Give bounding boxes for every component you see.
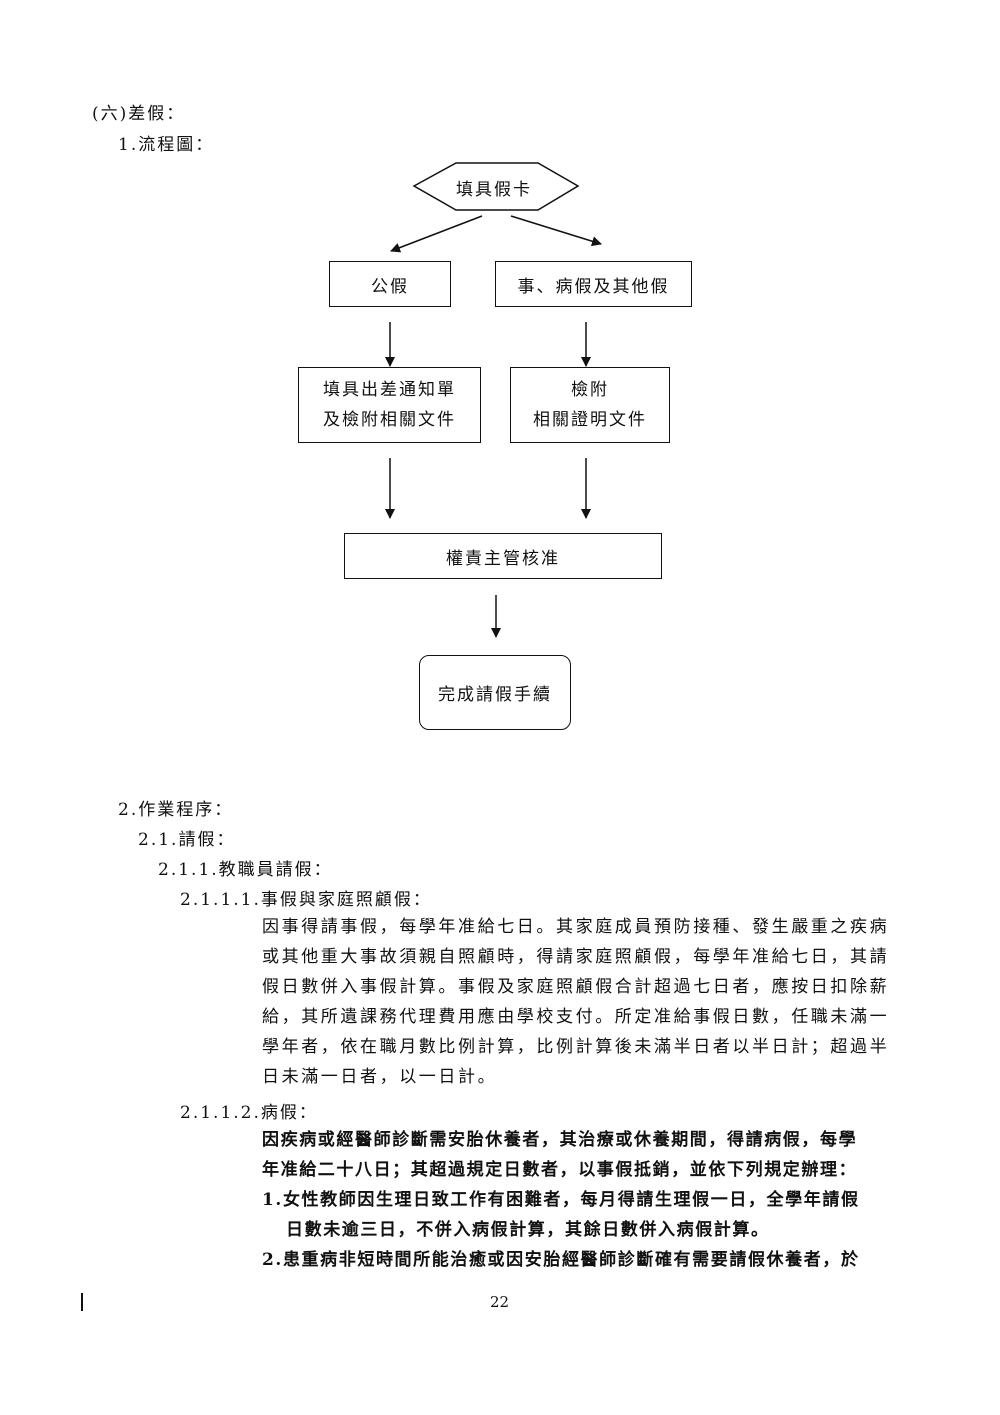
flowchart-heading: 1.流程圖：: [118, 135, 215, 155]
personal-leave-line: 假日數併入事假計算。事假及家庭照顧假合計超過七日者，應按日扣除薪: [262, 977, 890, 997]
personal-leave-subheading: 2.1.1.1.事假與家庭照顧假：: [180, 890, 432, 910]
other-leave-box: 事、病假及其他假: [495, 261, 692, 307]
personal-leave-line: 學年者，依在職月數比例計算，比例計算後未滿半日者以半日計；超過半: [262, 1037, 890, 1057]
page-number: 22: [490, 1293, 510, 1311]
sick-leave-line: 年准給二十八日；其超過規定日數者，以事假抵銷，並依下列規定辦理：: [262, 1160, 858, 1180]
start-node-label: 填具假卡: [456, 180, 532, 200]
sick-leave-line: 因疾病或經醫師診斷需安胎休養者，其治療或休養期間，得請病假，每學: [262, 1130, 858, 1150]
personal-leave-line: 因事得請事假，每學年准給七日。其家庭成員預防接種、發生嚴重之疾病: [262, 917, 890, 937]
business-trip-line1: 填具出差通知單: [323, 380, 456, 400]
sick-leave-subheading: 2.1.1.2.病假：: [180, 1103, 318, 1123]
public-leave-label: 公假: [371, 276, 409, 297]
business-trip-box: 填具出差通知單 及檢附相關文件: [298, 367, 481, 443]
personal-leave-line: 給，其所遺課務代理費用應由學校支付。所定准給事假日數，任職未滿一: [262, 1007, 890, 1027]
leave-subheading: 2.1.請假：: [138, 830, 236, 850]
public-leave-box: 公假: [329, 261, 451, 307]
flowchart-connectors: [385, 162, 602, 638]
approval-label: 權責主管核准: [446, 548, 560, 569]
sick-leave-item-1-line2: 日數未逾三日，不併入病假計算，其餘日數併入病假計算。: [286, 1220, 770, 1240]
procedure-heading: 2.作業程序：: [118, 800, 234, 820]
personal-leave-line: 或其他重大事故須親自照顧時，得請家庭照顧假，每學年准給七日，其請: [262, 947, 890, 967]
sick-leave-item-2-line1: 2.患重病非短時間所能治癒或因安胎經醫師診斷確有需要請假休養者，於: [262, 1250, 860, 1270]
attach-proof-line2: 相關證明文件: [533, 410, 647, 430]
arrow-to-public-leave: [390, 215, 483, 253]
attach-proof-box: 檢附 相關證明文件: [510, 367, 670, 443]
revision-margin-bar: [81, 1293, 83, 1311]
section-heading: (六)差假：: [92, 104, 186, 124]
sick-leave-item-1-line1: 1.女性教師因生理日致工作有困難者，每月得請生理假一日，全學年請假: [262, 1190, 860, 1210]
arrow-to-other-leave: [510, 215, 602, 247]
end-node-label: 完成請假手續: [438, 685, 552, 705]
end-node-box: 完成請假手續: [419, 655, 571, 730]
approval-box: 權責主管核准: [344, 533, 662, 579]
start-terminator-shape: [412, 162, 580, 211]
business-trip-line2: 及檢附相關文件: [323, 410, 456, 430]
other-leave-label: 事、病假及其他假: [517, 276, 670, 297]
personal-leave-line: 日未滿一日者，以一日計。: [262, 1067, 498, 1087]
attach-proof-line1: 檢附: [571, 380, 609, 400]
personal-leave-paragraph: 因事得請事假，每學年准給七日。其家庭成員預防接種、發生嚴重之疾病 或其他重大事故…: [262, 912, 889, 1092]
staff-leave-subheading: 2.1.1.教職員請假：: [158, 860, 333, 880]
sick-leave-paragraph: 因疾病或經醫師診斷需安胎休養者，其治療或休養期間，得請病假，每學 年准給二十八日…: [262, 1125, 860, 1275]
